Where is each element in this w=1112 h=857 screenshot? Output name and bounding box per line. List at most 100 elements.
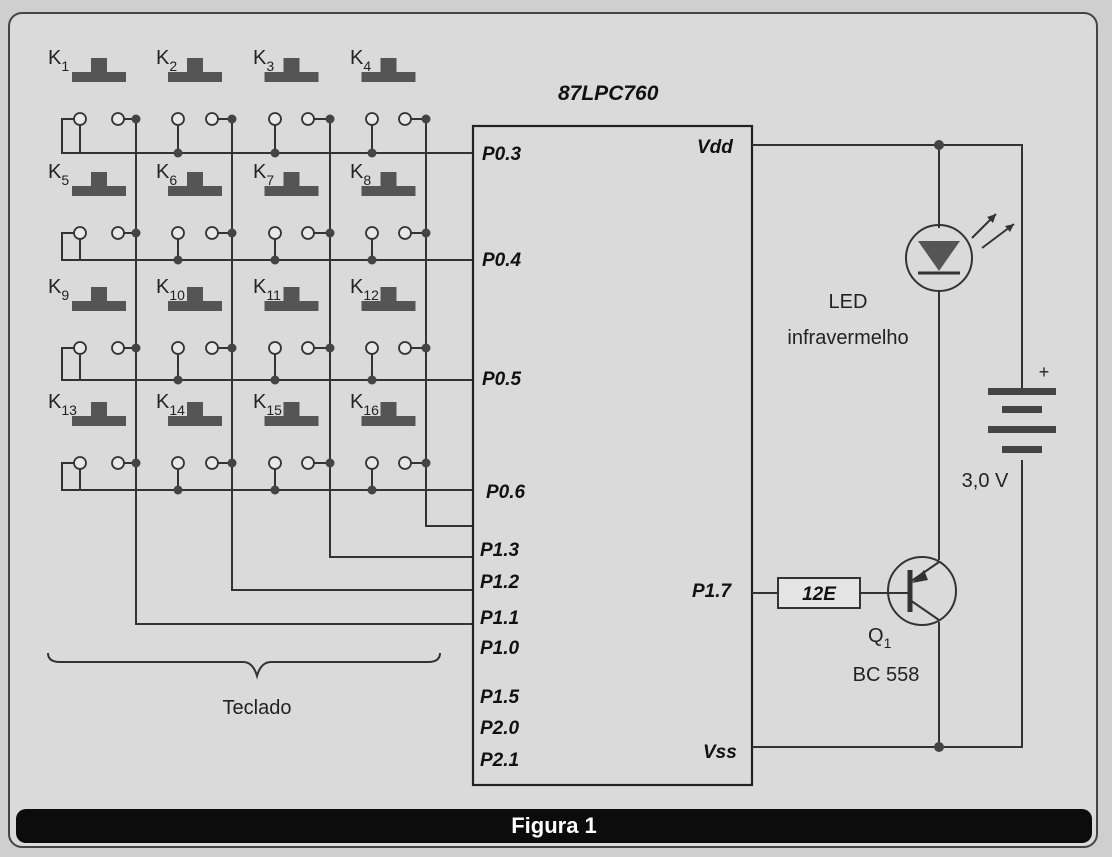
- pin-p0-3: P0.3: [482, 144, 522, 165]
- keypad-brace: [47, 652, 441, 680]
- junction-dot: [421, 458, 431, 468]
- key-button-cap: [264, 72, 319, 82]
- key-label-letter: K: [156, 276, 170, 298]
- key-label-letter: K: [253, 47, 267, 69]
- key-label-letter: K: [253, 391, 267, 413]
- key-label-letter: K: [48, 47, 62, 69]
- led-label: LED: [829, 291, 868, 313]
- key-terminal: [365, 112, 379, 126]
- key-label-number: 16: [363, 402, 379, 418]
- figure-frame: [8, 12, 1098, 848]
- key-button-cap: [361, 72, 416, 82]
- key-label: K14: [156, 391, 185, 418]
- key-label-number: 8: [363, 172, 371, 188]
- key-label-number: 3: [266, 58, 274, 74]
- key-label-number: 9: [61, 287, 69, 303]
- junction-dot: [367, 148, 377, 158]
- key-terminal: [171, 112, 185, 126]
- key-button-stem: [283, 58, 300, 74]
- key-label-number: 6: [169, 172, 177, 188]
- pin-p1-7: P1.7: [692, 581, 733, 602]
- led-label-2: infravermelho: [787, 327, 908, 349]
- led-symbol: [905, 213, 1015, 292]
- key-button-stem: [283, 287, 300, 303]
- key-terminal: [73, 226, 87, 240]
- column-bus-wire: [329, 119, 473, 558]
- key-label-number: 7: [266, 172, 274, 188]
- key-button-stem: [91, 287, 107, 303]
- key-terminal: [268, 112, 282, 126]
- wires: [61, 118, 473, 625]
- junction-dot: [367, 255, 377, 265]
- key-terminal: [111, 456, 125, 470]
- junction-dot: [367, 375, 377, 385]
- key-terminal: [205, 341, 219, 355]
- key-label-letter: K: [350, 47, 364, 69]
- pin-p0-6: P0.6: [486, 482, 526, 503]
- battery-symbol: [988, 388, 1056, 453]
- junction-dot: [270, 485, 280, 495]
- junction-dot: [227, 458, 237, 468]
- pin-p0-5: P0.5: [482, 369, 522, 390]
- pin-p2-1: P2.1: [480, 750, 519, 771]
- key-label: K2: [156, 47, 177, 74]
- key-terminal: [268, 226, 282, 240]
- key-label: K9: [48, 276, 69, 303]
- key-button-cap: [264, 416, 319, 426]
- key-terminal: [171, 226, 185, 240]
- row-bus-wire: [61, 118, 473, 154]
- key-terminal: [365, 341, 379, 355]
- key-button-cap: [264, 186, 319, 196]
- key-terminal: [111, 341, 125, 355]
- vss-rail: [752, 460, 1023, 748]
- junction-dot: [173, 255, 183, 265]
- key-terminal: [73, 456, 87, 470]
- junction-dot: [325, 343, 335, 353]
- battery-voltage: 3,0 V: [962, 470, 1009, 492]
- key-button-stem: [380, 402, 397, 418]
- key-terminal: [205, 226, 219, 240]
- key-button-stem: [91, 58, 107, 74]
- key-terminal: [171, 341, 185, 355]
- key-button-stem: [91, 402, 107, 418]
- key-button-stem: [380, 58, 397, 74]
- key-button-stem: [187, 172, 203, 188]
- resistor-symbol: [777, 577, 861, 609]
- key-label-letter: K: [350, 391, 364, 413]
- transistor-symbol: [887, 556, 957, 626]
- key-label: K8: [350, 161, 371, 188]
- pin-p1-5: P1.5: [480, 687, 520, 708]
- junction-dot: [131, 228, 141, 238]
- key-label-letter: K: [48, 276, 62, 298]
- key-terminal: [111, 112, 125, 126]
- junction-dot: [934, 742, 944, 752]
- column-bus-wire: [135, 119, 473, 625]
- key-label-letter: K: [253, 276, 267, 298]
- key-terminal: [301, 341, 315, 355]
- key-label: K11: [253, 276, 281, 303]
- key-label-number: 2: [169, 58, 177, 74]
- key-button-stem: [91, 172, 107, 188]
- key-terminal: [111, 226, 125, 240]
- key-label: K1: [48, 47, 69, 74]
- key-button-stem: [187, 287, 203, 303]
- junction-dot: [421, 114, 431, 124]
- pin-vdd: Vdd: [697, 137, 733, 158]
- column-bus-wire: [231, 119, 473, 591]
- key-label-number: 1: [61, 58, 69, 74]
- junction-dot: [325, 114, 335, 124]
- row-bus-wire: [61, 232, 473, 261]
- key-label: K6: [156, 161, 177, 188]
- pin-p1-1: P1.1: [480, 608, 519, 629]
- key-button-stem: [187, 58, 203, 74]
- junction-dot: [934, 140, 944, 150]
- key-terminal: [205, 112, 219, 126]
- pin-p2-0: P2.0: [480, 718, 520, 739]
- key-button-cap: [168, 301, 222, 311]
- row-bus-wire: [61, 347, 473, 381]
- key-label: K16: [350, 391, 379, 418]
- junction-dot: [325, 458, 335, 468]
- key-label: K7: [253, 161, 274, 188]
- key-label: K10: [156, 276, 185, 303]
- key-label: K4: [350, 47, 371, 74]
